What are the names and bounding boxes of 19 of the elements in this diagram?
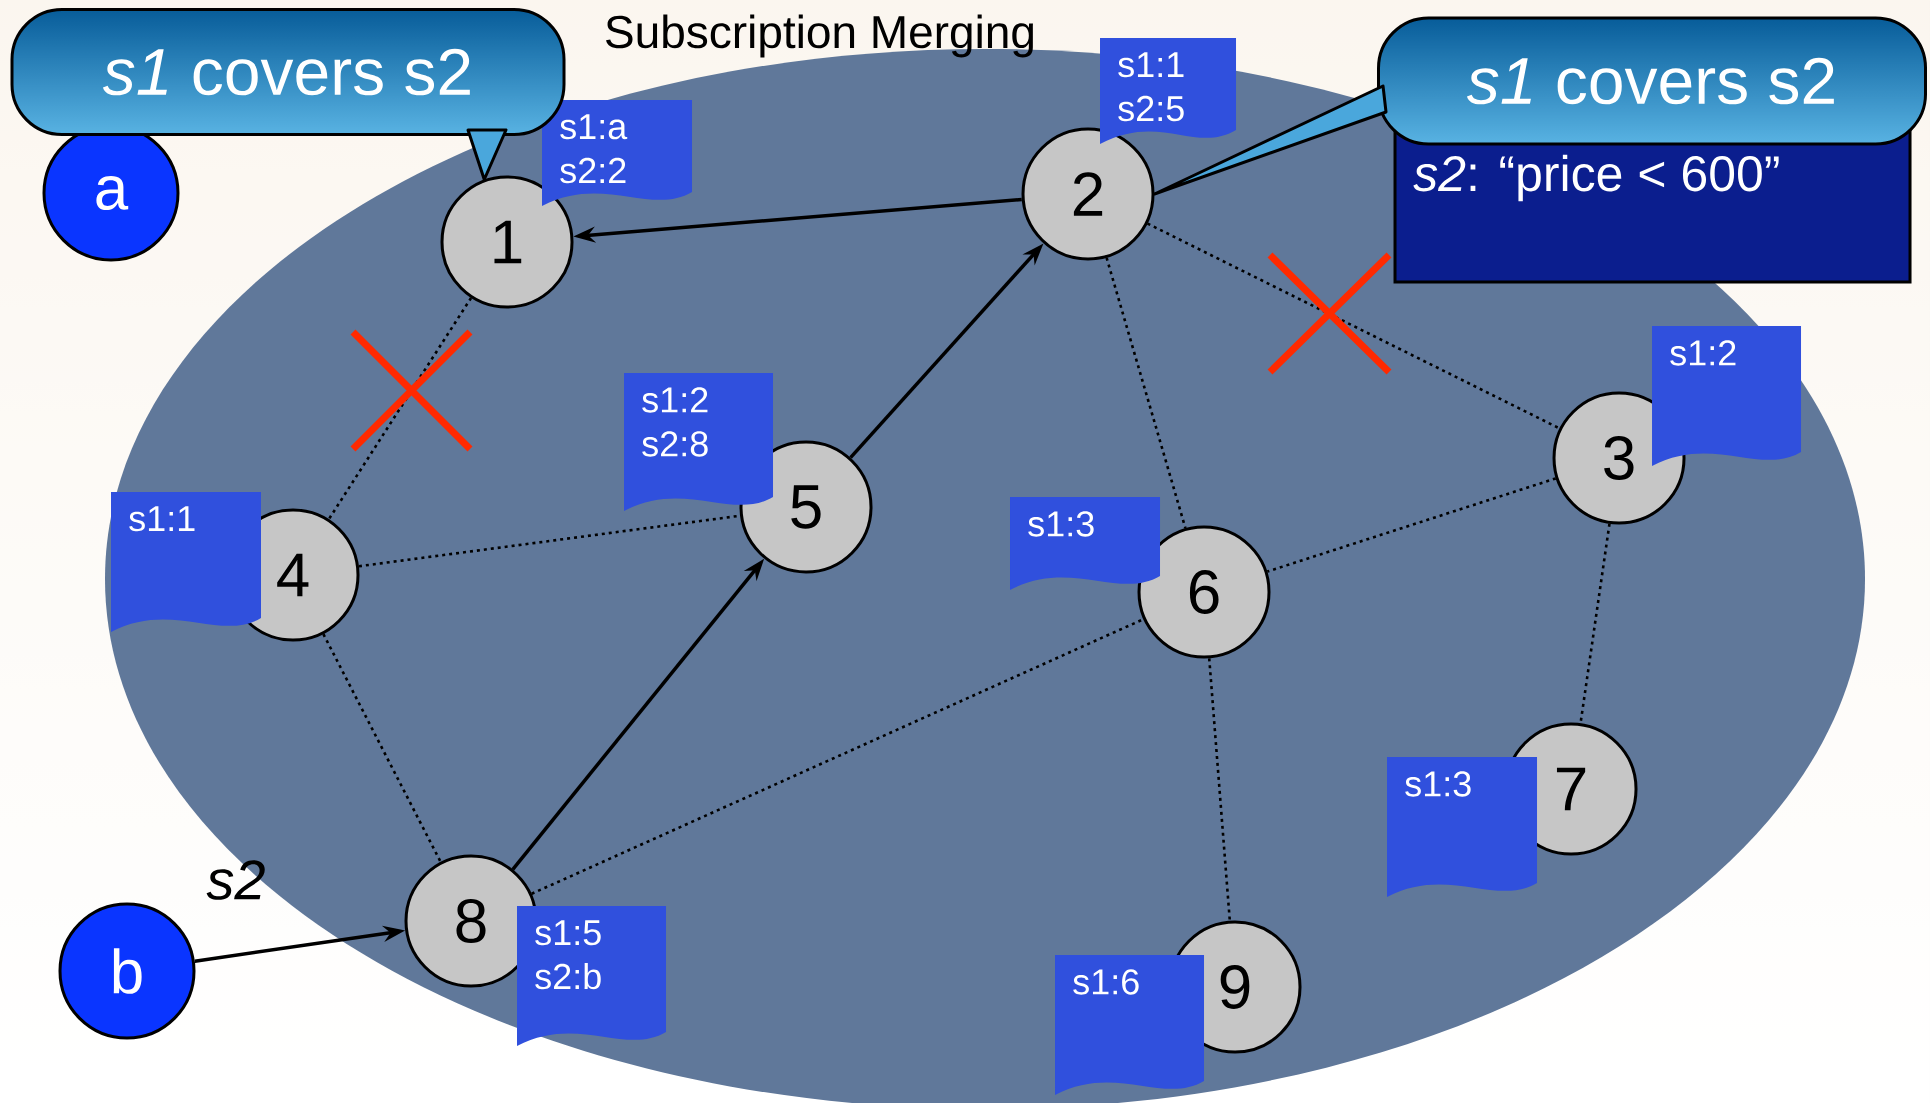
routing-table-tag: s1:5 s2:b (517, 906, 666, 1046)
routing-table-tag: s1:2 (1652, 326, 1801, 466)
link-line (1146, 222, 1561, 430)
link-line (1105, 257, 1187, 529)
edge-label: s2 (206, 860, 265, 900)
routing-table-tag: s1:1 (111, 492, 261, 632)
routing-table-tag: s1:3 (1387, 757, 1537, 897)
link-line (1579, 523, 1611, 724)
routing-table-tag: s1:1 s2:5 (1100, 38, 1236, 144)
link-line (531, 618, 1144, 895)
speech-callout: s1 covers s2 (1377, 16, 1927, 146)
routing-table-tag: s1:2 s2:8 (624, 373, 773, 511)
link-line (1207, 658, 1232, 921)
callout-pointer (466, 128, 508, 181)
routing-table-tag: s1:6 (1055, 955, 1204, 1095)
link-line (322, 633, 442, 863)
link-line (327, 297, 473, 520)
title: Subscription Merging (606, 14, 1033, 58)
link-line (1266, 477, 1557, 573)
